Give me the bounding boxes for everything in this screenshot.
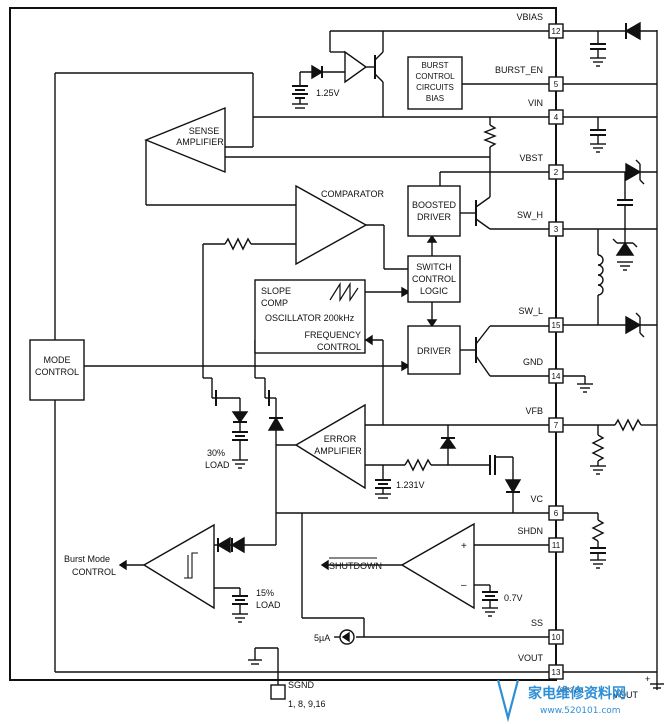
svg-text:www.520101.com: www.520101.com (540, 706, 621, 716)
svg-text:VIN: VIN (528, 98, 543, 108)
burst-mode-control-label: CONTROL (72, 567, 116, 577)
load-30-label: LOAD (205, 460, 230, 470)
svg-text:SWITCH: SWITCH (416, 262, 452, 272)
svg-text:12: 12 (552, 27, 561, 36)
svg-text:AMPLIFIER: AMPLIFIER (176, 137, 224, 147)
sgnd-pins-label: 1, 8, 9,16 (288, 699, 326, 709)
svg-text:2: 2 (554, 168, 559, 177)
svg-text:VOUT: VOUT (518, 653, 544, 663)
svg-text:SW_L: SW_L (518, 306, 543, 316)
svg-text:+: + (645, 674, 650, 684)
svg-text:VBST: VBST (519, 153, 543, 163)
svg-text:SW_H: SW_H (517, 210, 543, 220)
svg-text:DRIVER: DRIVER (417, 212, 452, 222)
svg-text:家电维修资料网: 家电维修资料网 (528, 685, 626, 702)
svg-text:COMP: COMP (261, 298, 288, 308)
svg-text:GND: GND (523, 357, 544, 367)
svg-text:3: 3 (554, 225, 559, 234)
load-30-pct: 30% (207, 448, 225, 458)
load-15-pct: 15% (256, 588, 274, 598)
figure-id: 3433 BD (560, 688, 584, 694)
svg-text:15: 15 (552, 321, 561, 330)
svg-text:10: 10 (552, 633, 561, 642)
svg-text:SENSE: SENSE (189, 126, 220, 136)
svg-text:+: + (461, 541, 467, 552)
burst-control-block: BURST CONTROL CIRCUITS BIAS (407, 56, 463, 110)
driver-block: DRIVER (407, 325, 461, 375)
svg-text:7: 7 (554, 421, 559, 430)
svg-text:13: 13 (552, 668, 561, 677)
mode-control-block: MODE CONTROL (29, 339, 105, 401)
svg-text:SS: SS (531, 618, 543, 628)
pin-vin: 4 VIN (528, 98, 564, 125)
ref-07v: 0.7V (504, 593, 523, 603)
svg-text:SLOPE: SLOPE (261, 286, 291, 296)
internal-wiring (54, 30, 549, 700)
svg-text:14: 14 (552, 372, 561, 381)
pin-ss: 10 SS (531, 618, 564, 645)
watermark: 家电维修资料网 www.520101.com (496, 679, 626, 723)
svg-text:VBIAS: VBIAS (516, 12, 543, 22)
oscillator-block: SLOPE COMP OSCILLATOR 200kHz FREQUENCY C… (254, 279, 366, 354)
svg-text:SHDN: SHDN (517, 526, 543, 536)
svg-text:COMPARATOR: COMPARATOR (321, 189, 385, 199)
boosted-driver-block: BOOSTED DRIVER (407, 185, 461, 237)
vout-bottom-label: VOUT (613, 690, 639, 700)
pin-burst-en: 5 BURST_EN (495, 65, 564, 92)
svg-text:FREQUENCY: FREQUENCY (304, 330, 361, 340)
svg-text:6: 6 (554, 509, 559, 518)
svg-text:BIAS: BIAS (426, 94, 444, 103)
svg-text:CONTROL: CONTROL (415, 72, 455, 81)
svg-text:DRIVER: DRIVER (417, 346, 452, 356)
pin-vc: 6 VC (530, 494, 564, 521)
svg-text:CONTROL: CONTROL (317, 342, 361, 352)
svg-text:BURST: BURST (421, 61, 448, 70)
switch-logic-block: SWITCH CONTROL LOGIC (407, 255, 461, 303)
shutdown-comparator: + – (400, 522, 475, 610)
chip-outline (9, 7, 557, 681)
ss-current-label: 5µA (314, 633, 330, 643)
svg-text:CONTROL: CONTROL (35, 367, 79, 377)
svg-text:VFB: VFB (525, 406, 543, 416)
ref-125v: 1.25V (316, 88, 340, 98)
svg-text:LOGIC: LOGIC (420, 286, 449, 296)
sgnd-label: SGND (288, 680, 315, 690)
shutdown-label: SHUTDOWN (329, 561, 382, 571)
burst-mode-label: Burst Mode (64, 554, 110, 564)
svg-text:BURST_EN: BURST_EN (495, 65, 543, 75)
svg-text:OSCILLATOR 200kHz: OSCILLATOR 200kHz (265, 313, 355, 323)
sense-amplifier: SENSE AMPLIFIER (144, 106, 226, 174)
svg-text:MODE: MODE (44, 355, 71, 365)
svg-text:VC: VC (530, 494, 543, 504)
svg-text:AMPLIFIER: AMPLIFIER (314, 446, 362, 456)
pin-vfb: 7 VFB (525, 406, 564, 433)
svg-text:BOOSTED: BOOSTED (412, 200, 457, 210)
svg-text:4: 4 (554, 113, 559, 122)
comparator: COMPARATOR (295, 184, 385, 266)
load-15-label: LOAD (256, 600, 281, 610)
svg-text:CONTROL: CONTROL (412, 274, 456, 284)
svg-text:5: 5 (554, 80, 559, 89)
external-components: + (563, 21, 664, 690)
error-amplifier: ERROR AMPLIFIER (294, 403, 366, 490)
svg-text:–: – (461, 580, 467, 591)
svg-text:11: 11 (552, 541, 561, 550)
svg-text:ERROR: ERROR (324, 434, 357, 444)
ref-1231v: 1.231V (396, 480, 425, 490)
svg-text:CIRCUITS: CIRCUITS (416, 83, 454, 92)
burst-mode-comparator (142, 523, 215, 610)
